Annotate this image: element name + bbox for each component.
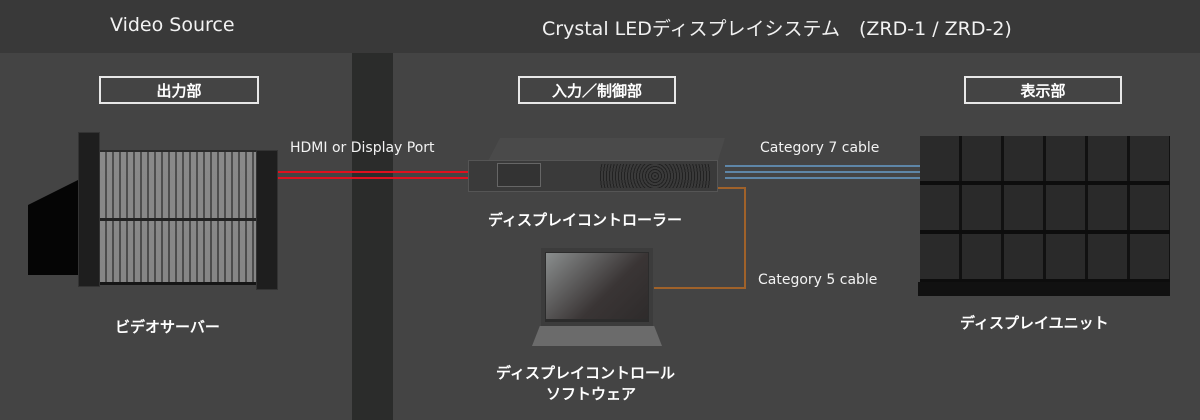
cat7-cable <box>725 177 925 179</box>
cat5-cable-label: Category 5 cable <box>758 272 878 288</box>
header-bar <box>0 0 1200 53</box>
input-control-section-label: 入力／制御部 <box>518 76 676 104</box>
display-unit-label: ディスプレイユニット <box>960 314 1109 332</box>
cat5-cable <box>718 187 746 189</box>
display-controller-label: ディスプレイコントローラー <box>488 211 682 229</box>
software-label-line2: ソフトウェア <box>546 385 637 403</box>
cat7-cable <box>725 165 925 167</box>
software-label-line1: ディスプレイコントロール <box>496 364 675 382</box>
output-section-label: 出力部 <box>99 76 259 104</box>
cat7-cable-label: Category 7 cable <box>760 140 880 156</box>
display-section-label: 表示部 <box>964 76 1122 104</box>
hdmi-cable <box>278 177 470 179</box>
video-source-title: Video Source <box>110 14 235 36</box>
system-title: Crystal LEDディスプレイシステム (ZRD-1 / ZRD-2) <box>542 18 1012 40</box>
cat7-cable <box>725 171 925 173</box>
hdmi-cable-label: HDMI or Display Port <box>290 140 435 156</box>
cat5-cable <box>654 287 746 289</box>
hdmi-cable <box>278 171 470 173</box>
cat5-cable <box>744 187 746 289</box>
video-server-label: ビデオサーバー <box>115 318 220 336</box>
section-divider <box>352 53 393 420</box>
